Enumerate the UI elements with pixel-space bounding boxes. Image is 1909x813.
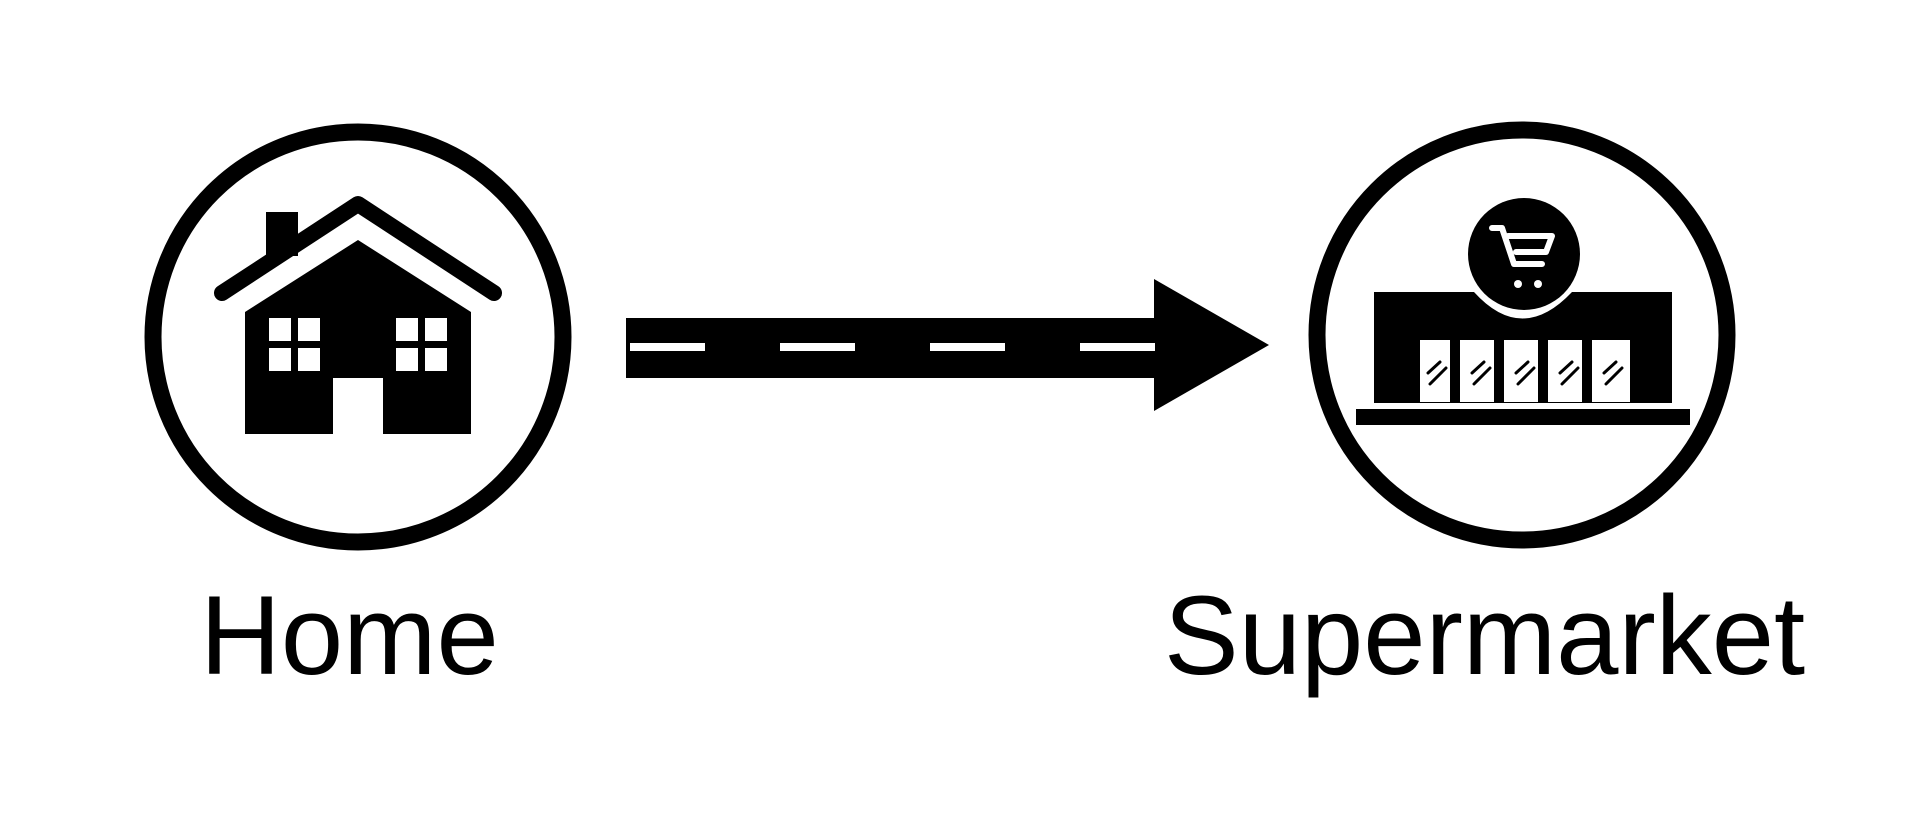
home-circle [144,123,572,551]
supermarket-label: Supermarket [1164,573,1806,698]
supermarket-store-icon [1356,292,1690,425]
shopping-cart-icon [1468,198,1580,310]
home-label: Home [200,573,499,698]
supermarket-node [1308,121,1736,549]
supermarket-circle [1308,121,1736,549]
road-lane-markings [630,343,1155,351]
house-icon [214,196,502,434]
home-node [144,123,572,551]
road-arrow-icon [626,279,1269,411]
